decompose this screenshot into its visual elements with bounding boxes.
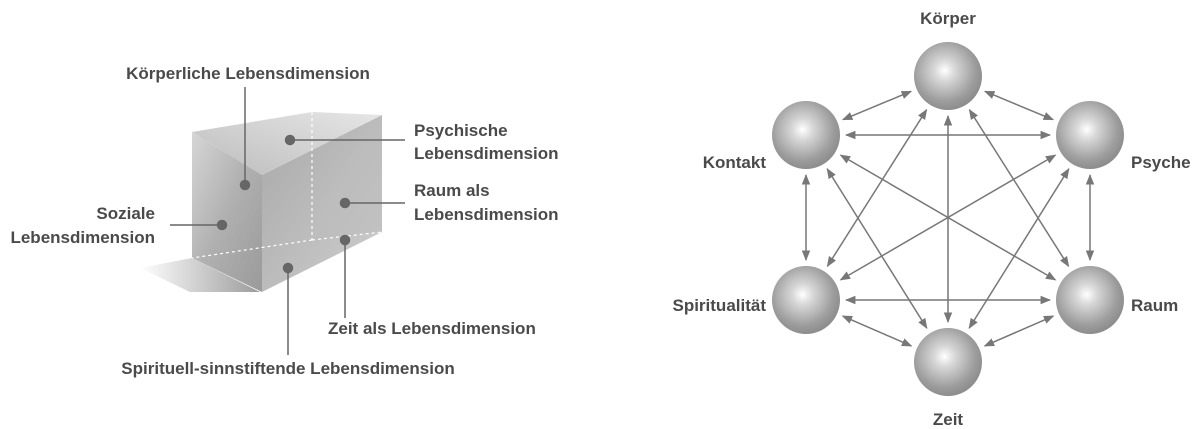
node-sphere-spiritualitaet (772, 266, 840, 334)
node-label-zeit: Zeit (933, 410, 964, 429)
label-raum-1: Raum als (414, 181, 490, 200)
node-label-kontakt: Kontakt (703, 153, 767, 172)
node-label-spiritualitaet: Spiritualität (672, 296, 766, 315)
cube-shadow (140, 258, 260, 292)
edge-koerper-raum (968, 108, 1070, 268)
label-soziale-1: Soziale (96, 204, 155, 223)
node-label-psyche: Psyche (1131, 153, 1191, 172)
node-sphere-psyche (1056, 101, 1124, 169)
label-koerperliche: Körperliche Lebensdimension (126, 64, 370, 83)
edge-raum-zeit (983, 315, 1055, 347)
node-sphere-koerper (914, 42, 982, 110)
cube-figure: Körperliche Lebensdimension Psychische L… (10, 64, 558, 378)
label-zeit: Zeit als Lebensdimension (328, 319, 536, 338)
label-raum-2: Lebensdimension (414, 205, 559, 224)
node-sphere-raum (1056, 266, 1124, 334)
node-sphere-kontakt (772, 101, 840, 169)
edge-psyche-zeit (968, 168, 1070, 329)
cube-hidden-edges (191, 112, 383, 259)
label-spirituell: Spirituell-sinnstiftende Lebensdimension (121, 359, 454, 378)
edge-koerper-kontakt (841, 90, 913, 121)
label-psychische-1: Psychische (414, 121, 508, 140)
edge-zeit-kontakt (826, 168, 928, 329)
node-label-raum: Raum (1131, 296, 1178, 315)
node-sphere-zeit (914, 328, 982, 396)
edge-koerper-psyche (983, 90, 1055, 121)
node-label-koerper: Körper (920, 9, 976, 28)
edge-zeit-spiritualitaet (841, 315, 913, 347)
label-soziale-2: Lebensdimension (10, 228, 155, 247)
network-edges (801, 90, 1095, 347)
edge-koerper-spiritualitaet (826, 108, 928, 268)
label-psychische-2: Lebensdimension (414, 144, 559, 163)
